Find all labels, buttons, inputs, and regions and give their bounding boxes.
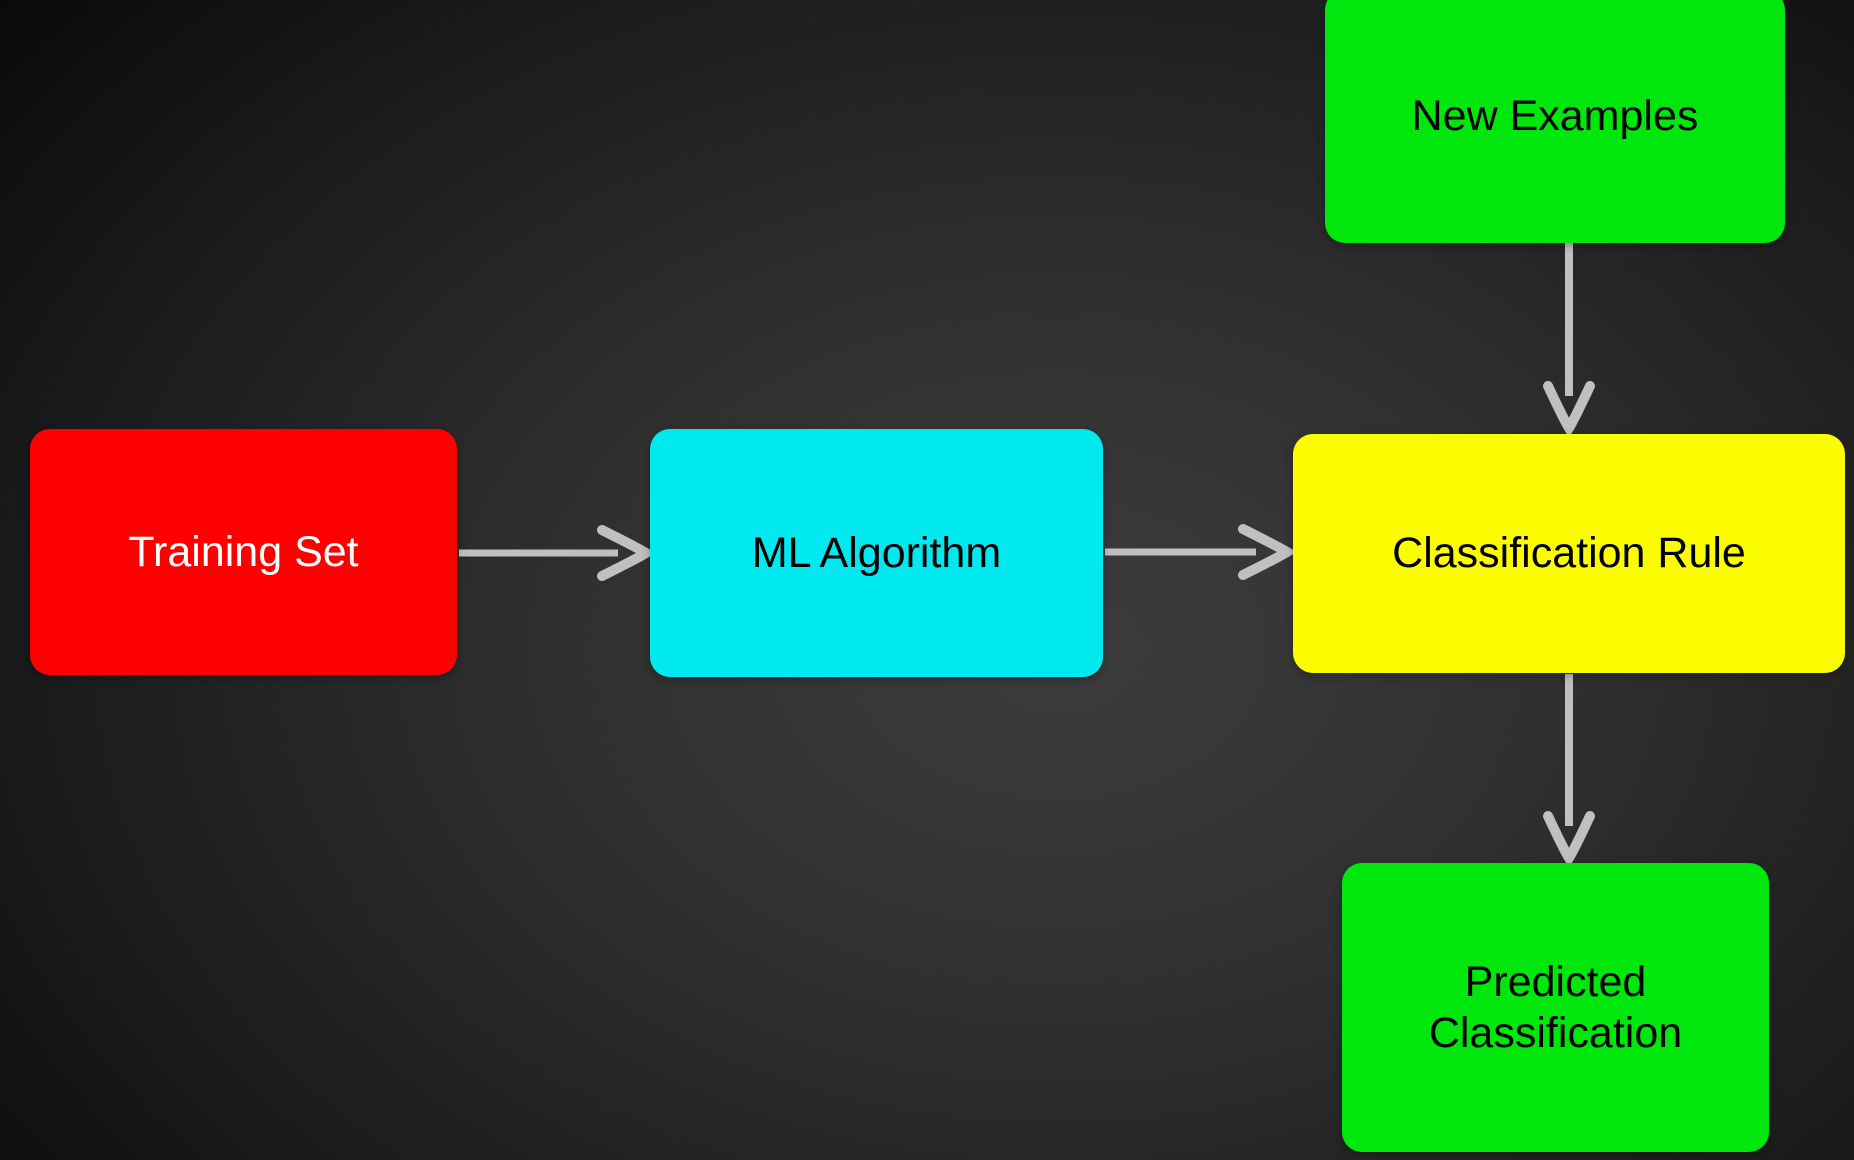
arrow-head-right-icon [1238, 524, 1297, 580]
edge-newexamples-to-rule [1543, 243, 1595, 438]
arrow-head-down-icon [1543, 381, 1595, 438]
node-ml-algorithm-label: ML Algorithm [751, 528, 1002, 577]
edge-training-to-algorithm [459, 525, 656, 581]
node-predicted-classification: Predicted Classification [1342, 863, 1769, 1152]
edge-algorithm-to-rule [1105, 524, 1297, 580]
edge-rule-to-predicted [1543, 674, 1595, 868]
node-training-set: Training Set [30, 429, 457, 675]
node-new-examples: New Examples [1325, 0, 1785, 243]
node-new-examples-label: New Examples [1411, 92, 1699, 141]
node-ml-algorithm: ML Algorithm [650, 429, 1103, 677]
node-predicted-classification-label: Predicted Classification [1428, 958, 1683, 1057]
node-classification-rule-label: Classification Rule [1392, 529, 1746, 578]
arrow-head-down-icon [1543, 811, 1595, 868]
arrow-head-right-icon [597, 525, 656, 581]
node-classification-rule: Classification Rule [1293, 434, 1845, 673]
node-training-set-label: Training Set [128, 527, 359, 576]
